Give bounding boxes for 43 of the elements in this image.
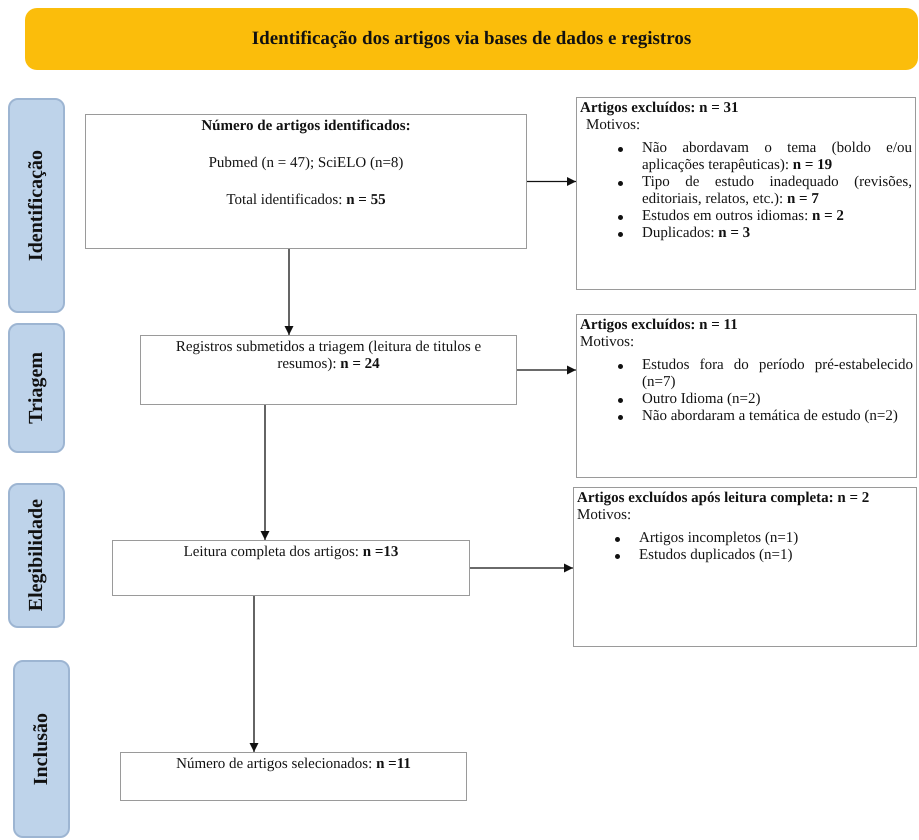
box-text: Registros submetidos a triagem (leitura de titulos e resumos): n = 24 — [174, 339, 482, 373]
box-heading: Número de artigos identificados: — [200, 118, 412, 135]
exclusion-subheading: Motivos: — [580, 334, 636, 351]
arrow — [527, 177, 576, 186]
stage-label — [8, 483, 65, 628]
arrow — [517, 366, 576, 374]
header-banner — [25, 8, 918, 70]
stage-title: Elegibilidade — [25, 499, 48, 612]
exclusion-subheading: Motivos: — [577, 507, 632, 524]
arrow — [284, 249, 294, 335]
bullet-text: Não abordavam o tema (boldo e/ou aplicações terapêuticas): n = 19 — [642, 140, 912, 174]
box-text: Total identificados: n = 55 — [225, 192, 387, 209]
bullet-text: Estudos fora do período pré-estabelecido (n=7) — [642, 357, 913, 391]
bullet-text: Duplicados: n = 3 — [642, 225, 752, 242]
process-box — [85, 114, 527, 249]
exclusion-box — [576, 97, 916, 290]
box-text: Número de artigos selecionados: n =11 — [175, 756, 412, 773]
arrow — [260, 405, 270, 540]
process-box — [140, 335, 517, 405]
process-box — [120, 752, 467, 801]
arrow — [470, 564, 573, 572]
exclusion-heading: Artigos excluídos: n = 11 — [580, 317, 739, 334]
banner-title: Identificação dos artigos via bases de dados e registros — [252, 28, 692, 50]
exclusion-heading: Artigos excluídos após leitura completa: n = 2 — [577, 490, 870, 507]
exclusion-box — [576, 314, 917, 478]
exclusion-box — [573, 487, 917, 647]
process-box — [112, 540, 470, 596]
stage-title: Inclusão — [30, 712, 53, 786]
stage-label — [8, 98, 65, 313]
stage-title: Identificação — [25, 150, 48, 262]
bullet-text: Outro Idioma (n=2) — [642, 391, 762, 408]
bullet-text: Artigos incompletos (n=1) — [639, 530, 800, 547]
bullet-text: Não abordaram a temática de estudo (n=2) — [642, 408, 899, 425]
stage-label — [13, 660, 70, 838]
exclusion-subheading: Motivos: — [585, 117, 642, 134]
arrow — [250, 596, 258, 752]
box-text: Leitura completa dos artigos: n =13 — [182, 544, 400, 561]
stage-title: Triagem — [25, 352, 48, 424]
exclusion-heading: Artigos excluídos: n = 31 — [580, 100, 740, 117]
stage-label — [8, 323, 65, 453]
box-text: Pubmed (n = 47); SciELO (n=8) — [208, 155, 404, 172]
bullet-text: Estudos duplicados (n=1) — [639, 547, 794, 564]
bullet-text: Estudos em outros idiomas: n = 2 — [642, 208, 845, 225]
